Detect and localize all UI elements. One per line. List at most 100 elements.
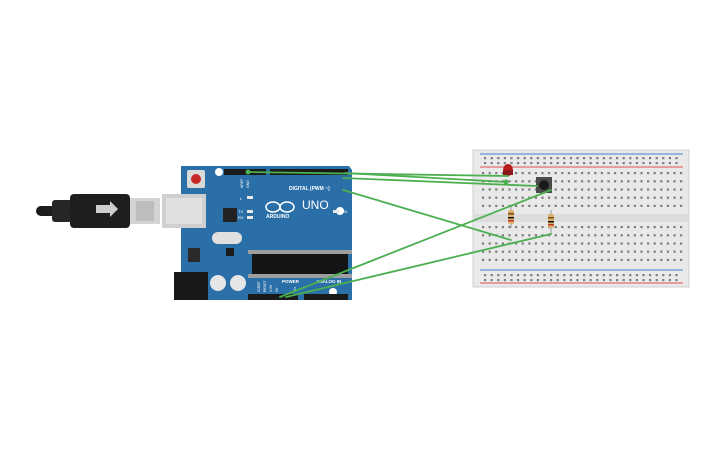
resistor-1[interactable] — [508, 206, 514, 228]
breadboard-hole[interactable] — [627, 234, 630, 237]
breadboard-hole[interactable] — [554, 258, 557, 261]
breadboard-hole[interactable] — [488, 188, 491, 191]
wire-5v-to-button[interactable] — [279, 189, 552, 298]
breadboard-hole[interactable] — [666, 172, 669, 175]
breadboard-hole[interactable] — [508, 250, 511, 253]
breadboard-hole[interactable] — [589, 274, 592, 277]
breadboard-hole[interactable] — [587, 172, 590, 175]
breadboard-hole[interactable] — [629, 279, 632, 282]
breadboard-hole[interactable] — [660, 196, 663, 199]
breadboard-hole[interactable] — [609, 279, 612, 282]
breadboard-hole[interactable] — [620, 250, 623, 253]
breadboard-hole[interactable] — [640, 188, 643, 191]
breadboard-hole[interactable] — [673, 242, 676, 245]
breadboard-hole[interactable] — [616, 279, 619, 282]
breadboard-hole[interactable] — [660, 250, 663, 253]
breadboard-hole[interactable] — [517, 274, 520, 277]
breadboard-hole[interactable] — [583, 279, 586, 282]
breadboard-hole[interactable] — [574, 196, 577, 199]
breadboard-hole[interactable] — [607, 180, 610, 183]
breadboard-hole[interactable] — [594, 242, 597, 245]
breadboard-hole[interactable] — [627, 204, 630, 207]
breadboard-hole[interactable] — [616, 162, 619, 165]
breadboard-hole[interactable] — [607, 172, 610, 175]
breadboard-hole[interactable] — [563, 279, 566, 282]
breadboard-hole[interactable] — [620, 188, 623, 191]
breadboard-hole[interactable] — [673, 188, 676, 191]
breadboard-hole[interactable] — [490, 162, 493, 165]
breadboard-hole[interactable] — [675, 162, 678, 165]
breadboard-hole[interactable] — [501, 242, 504, 245]
breadboard-hole[interactable] — [662, 279, 665, 282]
breadboard-hole[interactable] — [620, 258, 623, 261]
breadboard-hole[interactable] — [660, 188, 663, 191]
breadboard-hole[interactable] — [563, 274, 566, 277]
breadboard-hole[interactable] — [655, 157, 658, 160]
breadboard-hole[interactable] — [541, 258, 544, 261]
breadboard-hole[interactable] — [490, 274, 493, 277]
breadboard-hole[interactable] — [567, 204, 570, 207]
breadboard-hole[interactable] — [488, 250, 491, 253]
breadboard-hole[interactable] — [574, 226, 577, 229]
breadboard-hole[interactable] — [482, 226, 485, 229]
breadboard-hole[interactable] — [627, 226, 630, 229]
breadboard-hole[interactable] — [517, 279, 520, 282]
breadboard-hole[interactable] — [594, 250, 597, 253]
breadboard-hole[interactable] — [660, 172, 663, 175]
breadboard-hole[interactable] — [635, 279, 638, 282]
breadboard-hole[interactable] — [620, 204, 623, 207]
breadboard-hole[interactable] — [482, 204, 485, 207]
breadboard-hole[interactable] — [554, 250, 557, 253]
wire-endpoint[interactable] — [245, 169, 251, 175]
breadboard-hole[interactable] — [581, 226, 584, 229]
breadboard-hole[interactable] — [501, 258, 504, 261]
breadboard-hole[interactable] — [488, 172, 491, 175]
breadboard-hole[interactable] — [633, 180, 636, 183]
breadboard-hole[interactable] — [574, 172, 577, 175]
breadboard-hole[interactable] — [541, 250, 544, 253]
breadboard-hole[interactable] — [627, 258, 630, 261]
breadboard-hole[interactable] — [666, 188, 669, 191]
breadboard-hole[interactable] — [607, 242, 610, 245]
breadboard-hole[interactable] — [629, 157, 632, 160]
breadboard-hole[interactable] — [607, 234, 610, 237]
breadboard-hole[interactable] — [534, 258, 537, 261]
breadboard-hole[interactable] — [640, 258, 643, 261]
breadboard-hole[interactable] — [550, 274, 553, 277]
breadboard-hole[interactable] — [488, 258, 491, 261]
breadboard-hole[interactable] — [660, 226, 663, 229]
breadboard-hole[interactable] — [680, 172, 683, 175]
breadboard-hole[interactable] — [649, 274, 652, 277]
breadboard-hole[interactable] — [627, 242, 630, 245]
breadboard-hole[interactable] — [501, 234, 504, 237]
breadboard-hole[interactable] — [536, 157, 539, 160]
breadboard-hole[interactable] — [530, 279, 533, 282]
breadboard-hole[interactable] — [614, 242, 617, 245]
breadboard-hole[interactable] — [515, 180, 518, 183]
breadboard-hole[interactable] — [633, 250, 636, 253]
breadboard-hole[interactable] — [647, 196, 650, 199]
breadboard-hole[interactable] — [589, 279, 592, 282]
breadboard-hole[interactable] — [497, 274, 500, 277]
breadboard-hole[interactable] — [567, 226, 570, 229]
breadboard-hole[interactable] — [548, 250, 551, 253]
breadboard-hole[interactable] — [548, 242, 551, 245]
breadboard-hole[interactable] — [675, 274, 678, 277]
breadboard-hole[interactable] — [528, 234, 531, 237]
breadboard-hole[interactable] — [607, 204, 610, 207]
breadboard-hole[interactable] — [536, 162, 539, 165]
breadboard-hole[interactable] — [602, 274, 605, 277]
breadboard-hole[interactable] — [627, 250, 630, 253]
breadboard-hole[interactable] — [550, 162, 553, 165]
breadboard-hole[interactable] — [517, 157, 520, 160]
breadboard-hole[interactable] — [528, 172, 531, 175]
breadboard-hole[interactable] — [673, 180, 676, 183]
breadboard-hole[interactable] — [635, 157, 638, 160]
breadboard-hole[interactable] — [561, 242, 564, 245]
breadboard-hole[interactable] — [653, 172, 656, 175]
breadboard-hole[interactable] — [510, 157, 513, 160]
breadboard-hole[interactable] — [567, 250, 570, 253]
breadboard-hole[interactable] — [497, 279, 500, 282]
breadboard-hole[interactable] — [543, 157, 546, 160]
breadboard-hole[interactable] — [550, 157, 553, 160]
